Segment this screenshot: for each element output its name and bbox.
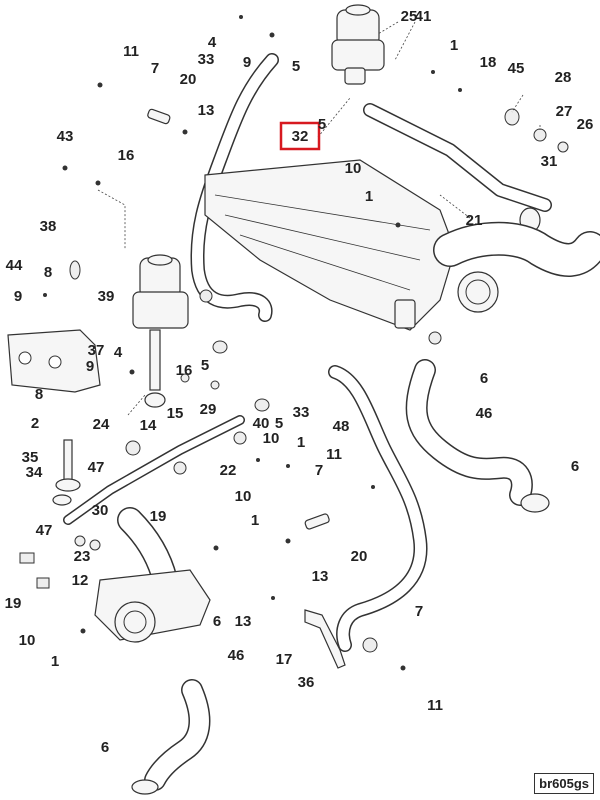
hose-48-middle	[328, 365, 428, 652]
bracket-37	[7, 329, 101, 393]
callout-43: 43	[57, 128, 74, 145]
callout-5-c: 5	[201, 357, 209, 374]
callout-35: 35	[22, 449, 39, 466]
callout-13-low: 13	[235, 613, 252, 630]
callout-6-mid: 6	[480, 370, 488, 387]
callout-6-bottom: 6	[101, 739, 109, 756]
callout-12: 12	[72, 572, 89, 589]
callout-13-top: 13	[198, 102, 215, 119]
callout-5-b: 5	[318, 116, 326, 133]
callout-46-low: 46	[228, 647, 245, 664]
callout-38: 38	[40, 218, 57, 235]
callout-1-mid: 1	[297, 434, 305, 451]
callout-47-left: 47	[36, 522, 53, 539]
callout-26: 26	[577, 116, 594, 133]
callout-16-top: 16	[118, 147, 135, 164]
callout-34: 34	[26, 464, 43, 481]
callout-19-mid: 19	[150, 508, 167, 525]
callout-7: 7	[151, 60, 159, 77]
callout-33-b: 33	[293, 404, 310, 421]
callout-10-mid: 10	[263, 430, 280, 447]
callout-30: 30	[92, 502, 109, 519]
callout-7-low: 7	[415, 603, 423, 620]
callout-23: 23	[74, 548, 91, 565]
callout-10-top: 10	[345, 160, 362, 177]
callout-14: 14	[140, 417, 157, 434]
callout-36: 36	[298, 674, 315, 691]
callout-11-mid: 11	[326, 446, 342, 463]
top-solenoid-valve	[331, 4, 385, 85]
figure-reference-label: br605gs	[534, 773, 594, 794]
hose-46-bottom	[131, 679, 211, 795]
callout-37: 37	[88, 342, 105, 359]
callout-8-top: 8	[44, 264, 52, 281]
callout-21: 21	[466, 212, 483, 229]
callout-25: 25	[401, 8, 418, 25]
callout-1: 1	[450, 37, 458, 54]
throttle-body	[94, 507, 211, 643]
callout-1-b: 1	[365, 188, 373, 205]
callout-44: 44	[6, 257, 23, 274]
callout-17: 17	[276, 651, 293, 668]
leader-lines	[97, 21, 541, 416]
pipe-47	[63, 415, 245, 525]
callout-15: 15	[167, 405, 184, 422]
callout-9-c: 9	[86, 358, 94, 375]
callout-6-low: 6	[213, 613, 221, 630]
callout-28: 28	[555, 69, 572, 86]
callout-22: 22	[220, 462, 237, 479]
callout-16-mid: 16	[176, 362, 193, 379]
callout-10-mid-b: 10	[235, 488, 252, 505]
callout-33: 33	[198, 51, 215, 68]
callout-5: 5	[292, 58, 300, 75]
callout-1-mid-b: 1	[251, 512, 259, 529]
charge-air-hose-21	[433, 221, 600, 313]
callout-11-low: 11	[427, 697, 443, 714]
callout-40: 40	[253, 415, 270, 432]
pipe-20-mid	[304, 513, 330, 530]
callout-20: 20	[180, 71, 197, 88]
callout-labels: 25 41 4 11 33 9 5 1 7 20 18 45 28 13 5 3…	[5, 8, 594, 756]
callout-45: 45	[508, 60, 525, 77]
hose-46-right	[405, 359, 550, 513]
stand-pipe	[52, 439, 81, 506]
callout-41: 41	[415, 8, 432, 25]
callout-20-mid: 20	[351, 548, 368, 565]
callout-2: 2	[31, 415, 39, 432]
bracket-36	[304, 609, 346, 669]
callout-48: 48	[333, 418, 350, 435]
callout-1-left: 1	[51, 653, 59, 670]
intake-manifold	[204, 159, 456, 331]
callout-9: 9	[243, 54, 251, 71]
callout-46-right: 46	[476, 405, 493, 422]
callout-4-b: 4	[114, 344, 123, 361]
callout-47-mid: 47	[88, 459, 105, 476]
fasteners	[19, 15, 569, 671]
callout-29: 29	[200, 401, 217, 418]
callout-13-mid: 13	[312, 568, 329, 585]
left-solenoid-valve	[132, 254, 189, 408]
callout-7-mid: 7	[315, 462, 323, 479]
callout-32: 32	[292, 128, 309, 145]
callout-9-b: 9	[14, 288, 22, 305]
callout-8-mid: 8	[35, 386, 43, 403]
callout-19-left: 19	[5, 595, 22, 612]
callout-31: 31	[541, 153, 558, 170]
callout-11: 11	[123, 43, 139, 60]
callout-27: 27	[556, 103, 573, 120]
highlight-box-32	[279, 121, 321, 151]
callout-6-right: 6	[571, 458, 579, 475]
callout-5-d: 5	[275, 415, 283, 432]
callout-4: 4	[208, 34, 217, 51]
hose-33-upper	[190, 53, 279, 322]
pipe-20-top	[147, 108, 171, 125]
callout-18: 18	[480, 54, 497, 71]
callout-10-left: 10	[19, 632, 36, 649]
callout-24: 24	[93, 416, 110, 433]
callout-39: 39	[98, 288, 115, 305]
